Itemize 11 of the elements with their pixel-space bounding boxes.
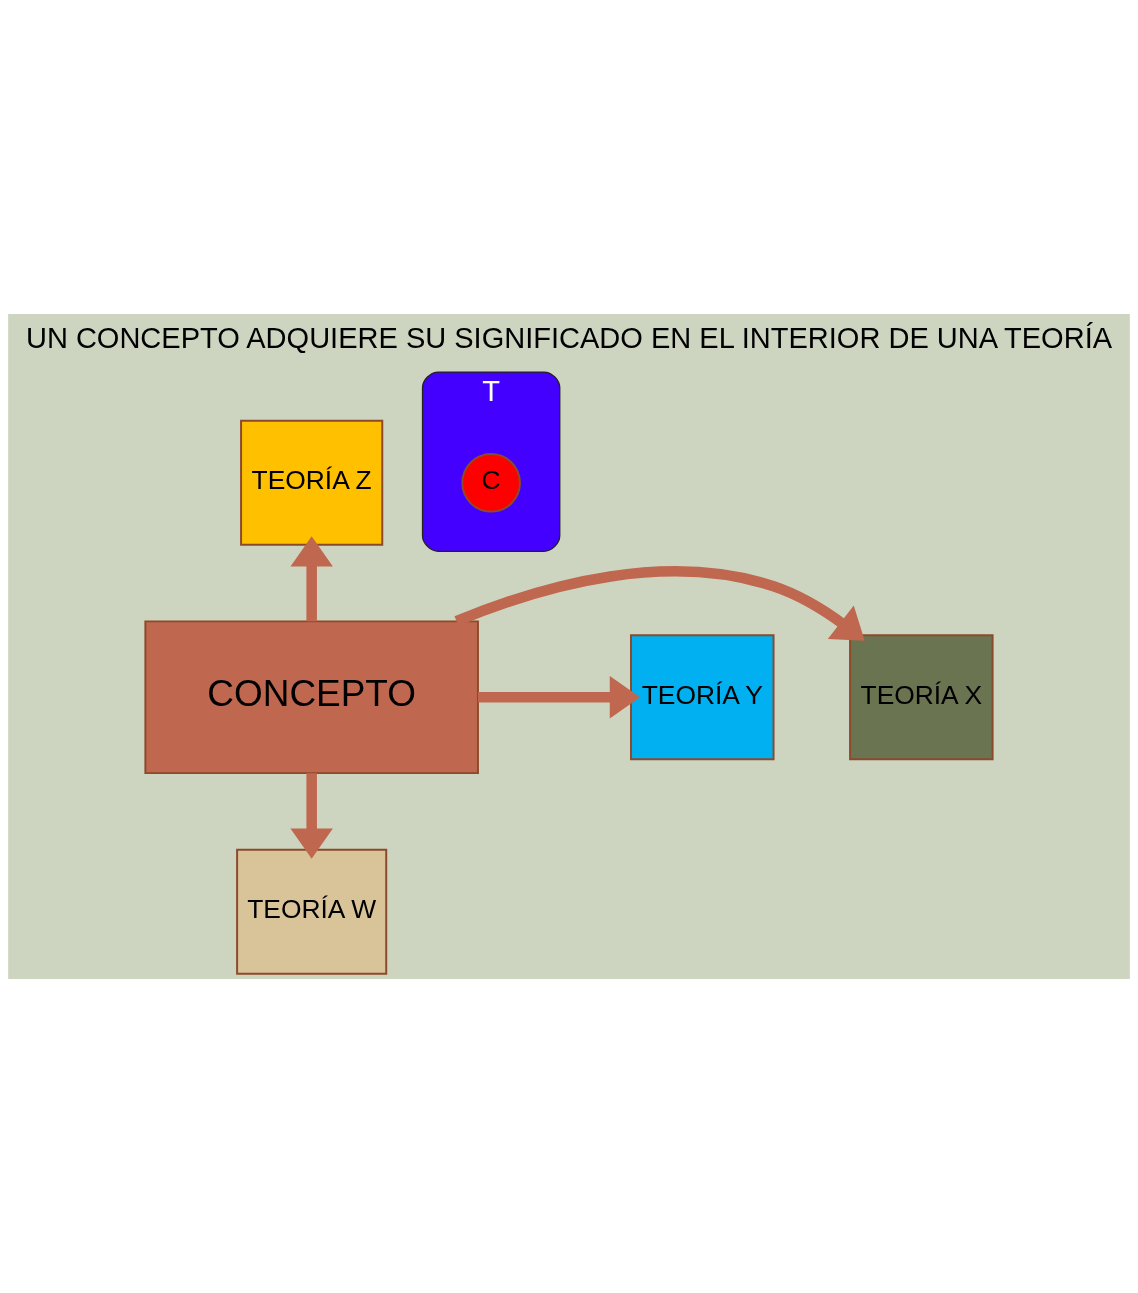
node-box: TEORÍA W	[236, 848, 388, 975]
node-box: TEORÍA X	[849, 634, 994, 761]
node-box: TEORÍA Z	[240, 419, 384, 546]
arrow	[454, 566, 865, 641]
arrow	[478, 676, 641, 719]
arrow	[290, 773, 333, 859]
arrow	[290, 536, 333, 622]
node-circle: C	[461, 453, 521, 513]
node-box: CONCEPTO	[144, 620, 479, 775]
diagram-title: UN CONCEPTO ADQUIERE SU SIGNIFICADO EN EL INTERIOR DE UNA TEORÍA	[25, 321, 1113, 354]
node-box: TEORÍA Y	[630, 634, 775, 761]
